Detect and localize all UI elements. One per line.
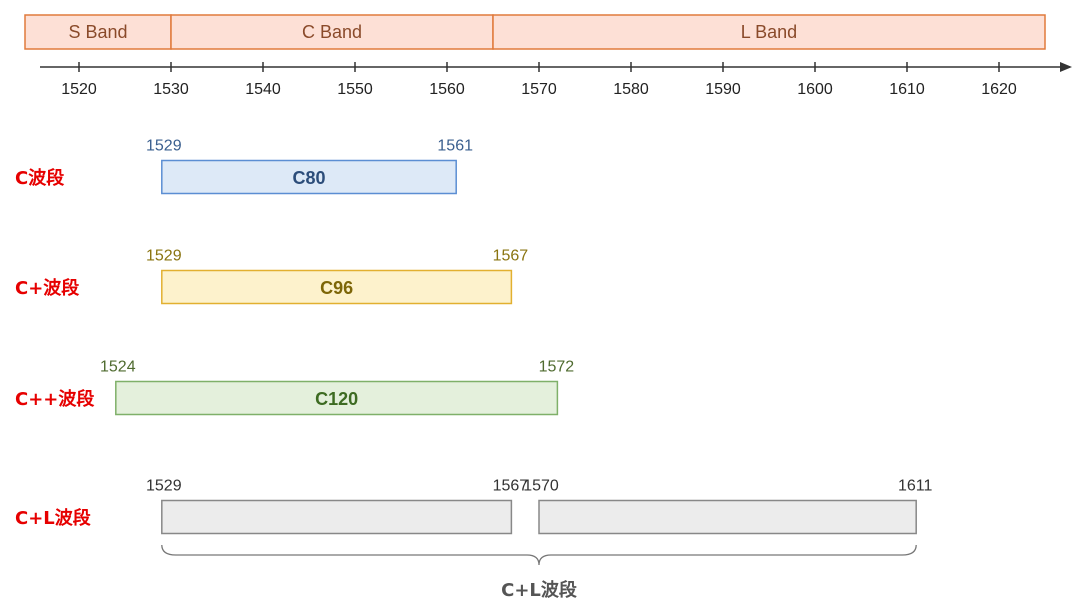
axis-tick-label-0: 1520	[61, 81, 97, 98]
cl-brace: C+L波段	[161, 544, 917, 601]
band-label-2: L Band	[741, 22, 797, 42]
bar-start-label-3-0: 1529	[146, 478, 182, 495]
axis-tick-label-8: 1600	[797, 81, 833, 98]
bar-name-2-0: C120	[315, 389, 358, 409]
axis-tick-label-1: 1530	[153, 81, 189, 98]
bar-2-0	[115, 380, 559, 416]
row-label-1: C+波段	[15, 277, 80, 299]
brace-label: C+L波段	[501, 579, 578, 601]
bar-end-label-0-0: 1561	[437, 138, 473, 155]
band-segment-1	[170, 14, 494, 50]
bar-3-1	[538, 499, 917, 535]
axis-tick-label-9: 1610	[889, 81, 925, 98]
bar-start-label-1-0: 1529	[146, 248, 182, 265]
bar-name-0-0: C80	[292, 168, 325, 188]
axis-tick-label-5: 1570	[521, 81, 557, 98]
brace-path	[161, 544, 917, 566]
bar-start-label-2-0: 1524	[100, 359, 136, 376]
row-label-3: C+L波段	[15, 507, 92, 529]
row-label-2: C++波段	[15, 388, 95, 410]
wavelength-axis: 1520 1530 1540 1550 1560 1570 1580 1590 1600 1610…	[40, 62, 1072, 98]
band-segment-0	[24, 14, 172, 50]
bar-start-label-3-1: 1570	[523, 478, 559, 495]
axis-tick-label-4: 1560	[429, 81, 465, 98]
axis-tick-label-3: 1550	[337, 81, 373, 98]
row-label-0: C波段	[15, 167, 65, 189]
band-label-0: S Band	[68, 22, 127, 42]
bar-end-label-3-1: 1611	[898, 478, 933, 495]
axis-tick-label-10: 1620	[981, 81, 1017, 98]
bar-end-label-2-0: 1572	[539, 359, 575, 376]
band-ruler: S Band C Band L Band	[24, 14, 1046, 50]
bar-end-label-1-0: 1567	[493, 248, 529, 265]
bar-end-label-3-0: 1567	[493, 478, 529, 495]
band-label-1: C Band	[302, 22, 362, 42]
bar-name-1-0: C96	[320, 278, 353, 298]
bar-1-0	[161, 269, 513, 305]
axis-tick-label-6: 1580	[613, 81, 649, 98]
band-segment-2	[492, 14, 1046, 50]
axis-tick-label-7: 1590	[705, 81, 741, 98]
axis-tick-label-2: 1540	[245, 81, 281, 98]
bar-0-0	[161, 159, 457, 195]
bar-3-0	[161, 499, 513, 535]
bar-start-label-0-0: 1529	[146, 138, 182, 155]
